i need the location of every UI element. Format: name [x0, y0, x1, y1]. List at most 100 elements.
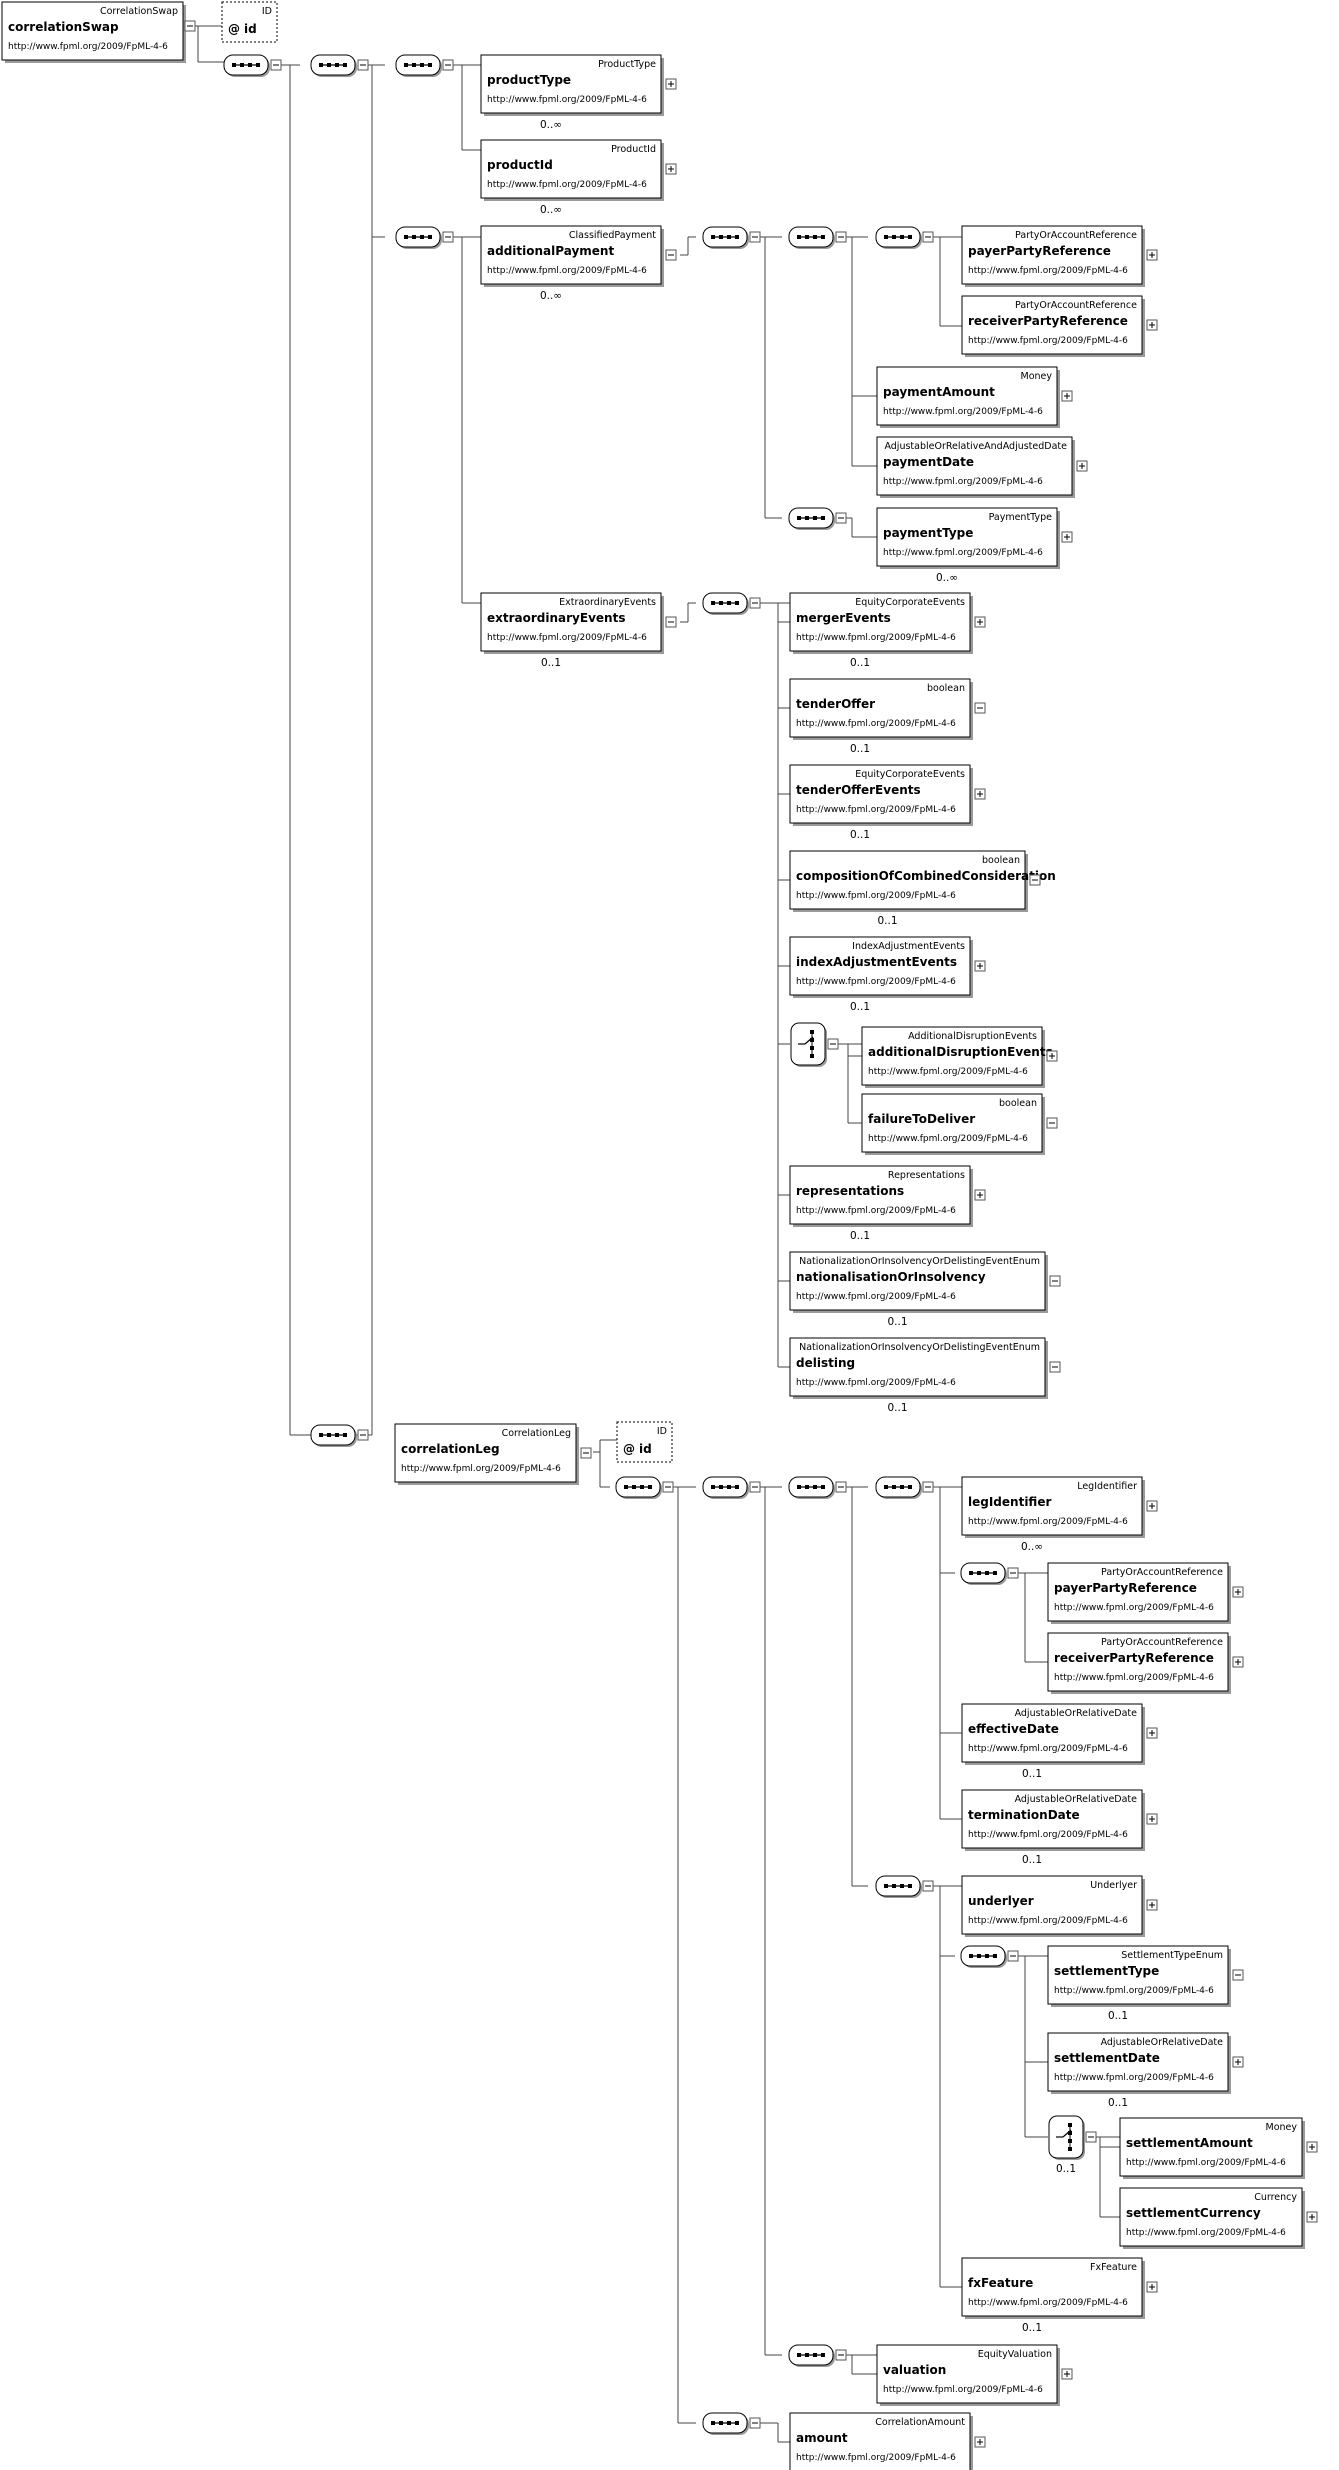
- collapse-toggle-icon[interactable]: [1049, 1361, 1061, 1373]
- expand-toggle-icon[interactable]: [1146, 249, 1158, 261]
- element-settlementDate[interactable]: AdjustableOrRelativeDatesettlementDateht…: [1047, 2032, 1231, 2094]
- element-settlementType[interactable]: SettlementTypeEnumsettlementTypehttp://w…: [1047, 1945, 1231, 2007]
- collapse-toggle-icon[interactable]: [1085, 2131, 1097, 2143]
- element-indexAdjustmentEvents[interactable]: IndexAdjustmentEventsindexAdjustmentEven…: [789, 936, 973, 998]
- collapse-toggle-icon[interactable]: [749, 1481, 761, 1493]
- expand-toggle-icon[interactable]: [1232, 1586, 1244, 1598]
- expand-toggle-icon[interactable]: [1146, 1727, 1158, 1739]
- sequence-compositor[interactable]: [223, 54, 270, 77]
- collapse-toggle-icon[interactable]: [1049, 1275, 1061, 1287]
- element-delisting[interactable]: NationalizationOrInsolvencyOrDelistingEv…: [789, 1337, 1048, 1399]
- collapse-toggle-icon[interactable]: [835, 1481, 847, 1493]
- collapse-toggle-icon[interactable]: [442, 231, 454, 243]
- element-additionalDisruptionEvents[interactable]: AdditionalDisruptionEventsadditionalDisr…: [861, 1026, 1053, 1088]
- element-paymentAmount[interactable]: MoneypaymentAmounthttp://www.fpml.org/20…: [876, 366, 1060, 428]
- element-settlementCurrency[interactable]: CurrencysettlementCurrencyhttp://www.fpm…: [1119, 2187, 1305, 2249]
- element-settlementAmount[interactable]: MoneysettlementAmounthttp://www.fpml.org…: [1119, 2117, 1305, 2179]
- element-failureToDeliver[interactable]: booleanfailureToDeliverhttp://www.fpml.o…: [861, 1093, 1045, 1155]
- element-valuation[interactable]: EquityValuationvaluationhttp://www.fpml.…: [876, 2344, 1060, 2406]
- sequence-compositor[interactable]: [702, 2412, 749, 2435]
- element-underlyer[interactable]: Underlyerunderlyerhttp://www.fpml.org/20…: [961, 1875, 1145, 1937]
- collapse-toggle-icon[interactable]: [665, 249, 677, 261]
- choice-compositor[interactable]: [790, 1022, 827, 1067]
- collapse-toggle-icon[interactable]: [1046, 1117, 1058, 1129]
- element-legIdentifier[interactable]: LegIdentifierlegIdentifierhttp://www.fpm…: [961, 1476, 1145, 1538]
- collapse-toggle-icon[interactable]: [357, 59, 369, 71]
- collapse-toggle-icon[interactable]: [184, 20, 196, 32]
- element-mergerEvents[interactable]: EquityCorporateEventsmergerEventshttp://…: [789, 592, 973, 654]
- element-extraordinaryEvents[interactable]: ExtraordinaryEventsextraordinaryEventsht…: [480, 592, 664, 654]
- expand-toggle-icon[interactable]: [1046, 1050, 1058, 1062]
- expand-toggle-icon[interactable]: [1146, 1899, 1158, 1911]
- expand-toggle-icon[interactable]: [974, 1189, 986, 1201]
- sequence-compositor[interactable]: [702, 1476, 749, 1499]
- element-tenderOffer[interactable]: booleantenderOfferhttp://www.fpml.org/20…: [789, 678, 973, 740]
- element-ap_payer[interactable]: PartyOrAccountReferencepayerPartyReferen…: [961, 225, 1145, 287]
- collapse-toggle-icon[interactable]: [1232, 1969, 1244, 1981]
- expand-toggle-icon[interactable]: [974, 960, 986, 972]
- collapse-toggle-icon[interactable]: [749, 2417, 761, 2429]
- collapse-toggle-icon[interactable]: [922, 1481, 934, 1493]
- collapse-toggle-icon[interactable]: [1029, 874, 1041, 886]
- attribute-legId[interactable]: ID@id: [616, 1421, 673, 1463]
- collapse-toggle-icon[interactable]: [1007, 1950, 1019, 1962]
- collapse-toggle-icon[interactable]: [922, 1880, 934, 1892]
- collapse-toggle-icon[interactable]: [749, 231, 761, 243]
- expand-toggle-icon[interactable]: [1232, 2056, 1244, 2068]
- collapse-toggle-icon[interactable]: [1007, 1567, 1019, 1579]
- element-nationalisationOrInsolvency[interactable]: NationalizationOrInsolvencyOrDelistingEv…: [789, 1251, 1048, 1313]
- expand-toggle-icon[interactable]: [1232, 1656, 1244, 1668]
- collapse-toggle-icon[interactable]: [835, 512, 847, 524]
- collapse-toggle-icon[interactable]: [835, 2349, 847, 2361]
- attribute-rootId[interactable]: ID@id: [221, 1, 278, 43]
- element-cl_receiver[interactable]: PartyOrAccountReferencereceiverPartyRefe…: [1047, 1632, 1231, 1694]
- sequence-compositor[interactable]: [395, 226, 442, 249]
- sequence-compositor[interactable]: [875, 226, 922, 249]
- sequence-compositor[interactable]: [395, 54, 442, 77]
- sequence-compositor[interactable]: [788, 2344, 835, 2367]
- collapse-toggle-icon[interactable]: [922, 231, 934, 243]
- expand-toggle-icon[interactable]: [974, 2436, 986, 2448]
- choice-compositor[interactable]: [1048, 2115, 1085, 2160]
- root-element-correlationSwap[interactable]: CorrelationSwapcorrelationSwaphttp://www…: [1, 1, 186, 63]
- element-representations[interactable]: Representationsrepresentationshttp://www…: [789, 1165, 973, 1227]
- element-additionalPayment[interactable]: ClassifiedPaymentadditionalPaymenthttp:/…: [480, 225, 664, 287]
- sequence-compositor[interactable]: [960, 1562, 1007, 1585]
- sequence-compositor[interactable]: [788, 507, 835, 530]
- collapse-toggle-icon[interactable]: [357, 1429, 369, 1441]
- collapse-toggle-icon[interactable]: [270, 59, 282, 71]
- collapse-toggle-icon[interactable]: [665, 616, 677, 628]
- collapse-toggle-icon[interactable]: [827, 1038, 839, 1050]
- element-compositionOfCombinedConsideration[interactable]: booleancompositionOfCombinedConsideratio…: [789, 850, 1056, 912]
- element-productType[interactable]: ProductTypeproductTypehttp://www.fpml.or…: [480, 54, 664, 116]
- sequence-compositor[interactable]: [788, 1476, 835, 1499]
- collapse-toggle-icon[interactable]: [442, 59, 454, 71]
- sequence-compositor[interactable]: [960, 1945, 1007, 1968]
- expand-toggle-icon[interactable]: [1061, 531, 1073, 543]
- expand-toggle-icon[interactable]: [1076, 460, 1088, 472]
- sequence-compositor[interactable]: [875, 1476, 922, 1499]
- sequence-compositor[interactable]: [702, 226, 749, 249]
- expand-toggle-icon[interactable]: [665, 78, 677, 90]
- expand-toggle-icon[interactable]: [1061, 390, 1073, 402]
- collapse-toggle-icon[interactable]: [749, 597, 761, 609]
- collapse-toggle-icon[interactable]: [974, 702, 986, 714]
- sequence-compositor[interactable]: [875, 1875, 922, 1898]
- element-correlationLeg[interactable]: CorrelationLegcorrelationLeghttp://www.f…: [394, 1423, 579, 1485]
- collapse-toggle-icon[interactable]: [835, 231, 847, 243]
- expand-toggle-icon[interactable]: [1306, 2211, 1318, 2223]
- expand-toggle-icon[interactable]: [1306, 2141, 1318, 2153]
- element-paymentType[interactable]: PaymentTypepaymentTypehttp://www.fpml.or…: [876, 507, 1060, 569]
- sequence-compositor[interactable]: [615, 1476, 662, 1499]
- expand-toggle-icon[interactable]: [974, 788, 986, 800]
- element-fxFeature[interactable]: FxFeaturefxFeaturehttp://www.fpml.org/20…: [961, 2257, 1145, 2319]
- expand-toggle-icon[interactable]: [665, 163, 677, 175]
- expand-toggle-icon[interactable]: [1146, 1500, 1158, 1512]
- element-tenderOfferEvents[interactable]: EquityCorporateEventstenderOfferEventsht…: [789, 764, 973, 826]
- collapse-toggle-icon[interactable]: [662, 1481, 674, 1493]
- expand-toggle-icon[interactable]: [974, 616, 986, 628]
- sequence-compositor[interactable]: [310, 54, 357, 77]
- element-amount[interactable]: CorrelationAmountamounthttp://www.fpml.o…: [789, 2412, 973, 2470]
- expand-toggle-icon[interactable]: [1146, 1813, 1158, 1825]
- element-terminationDate[interactable]: AdjustableOrRelativeDateterminationDateh…: [961, 1789, 1145, 1851]
